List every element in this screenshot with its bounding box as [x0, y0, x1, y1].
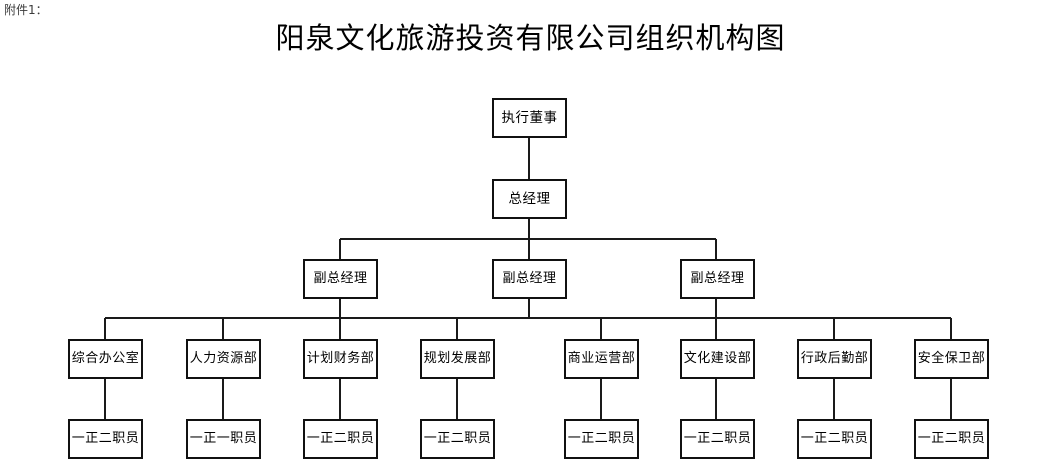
node-department-human-resources: 人力资源部	[186, 339, 261, 379]
node-executive-director: 执行董事	[492, 98, 567, 138]
node-staffing-planning-development: 一正二职员	[420, 419, 495, 459]
node-deputy-general-manager-3: 副总经理	[680, 259, 755, 299]
node-general-manager: 总经理	[492, 179, 567, 219]
node-deputy-general-manager-1: 副总经理	[303, 259, 378, 299]
node-department-planning-development: 规划发展部	[420, 339, 495, 379]
node-staffing-cultural-construction: 一正二职员	[680, 419, 755, 459]
node-department-planning-finance: 计划财务部	[303, 339, 378, 379]
node-department-general-office: 综合办公室	[68, 339, 143, 379]
node-staffing-human-resources: 一正一职员	[186, 419, 261, 459]
node-department-administration-logistics: 行政后勤部	[797, 339, 872, 379]
node-staffing-commercial-operations: 一正二职员	[564, 419, 639, 459]
node-department-security: 安全保卫部	[914, 339, 989, 379]
node-department-commercial-operations: 商业运营部	[564, 339, 639, 379]
node-staffing-security: 一正二职员	[914, 419, 989, 459]
node-deputy-general-manager-2: 副总经理	[492, 259, 567, 299]
attachment-label: 附件1：	[4, 3, 48, 17]
node-staffing-administration-logistics: 一正二职员	[797, 419, 872, 459]
node-department-cultural-construction: 文化建设部	[680, 339, 755, 379]
node-staffing-general-office: 一正二职员	[68, 419, 143, 459]
node-staffing-planning-finance: 一正二职员	[303, 419, 378, 459]
page-title: 阳泉文化旅游投资有限公司组织机构图	[275, 21, 786, 55]
